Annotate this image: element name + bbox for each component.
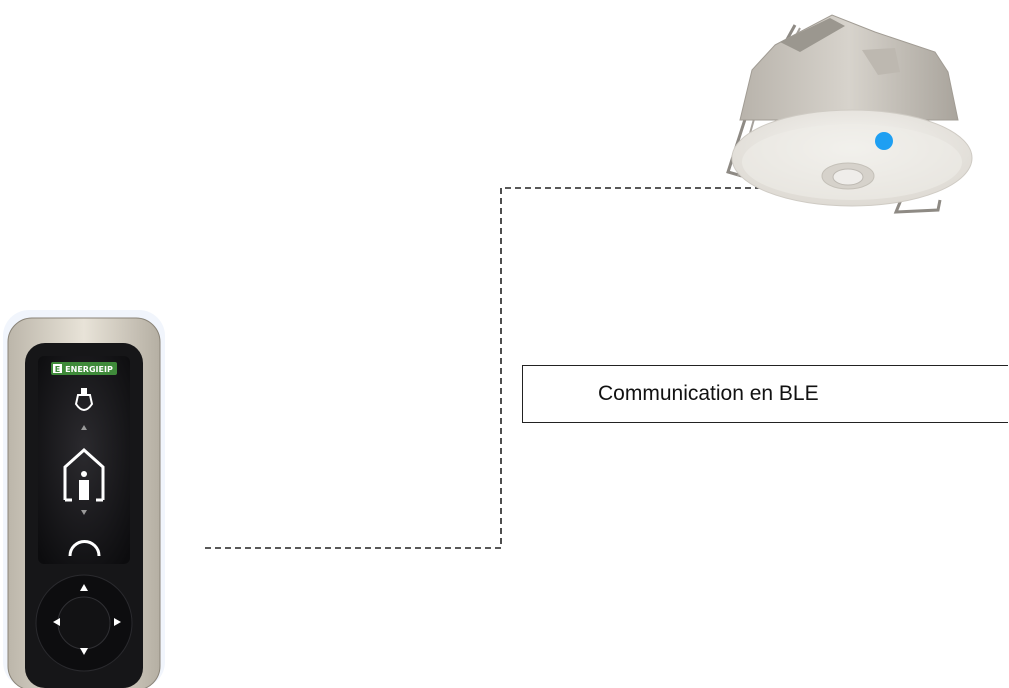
energieip-logo: E ENERGIEIP	[51, 362, 117, 375]
svg-text:ENERGIEIP: ENERGIEIP	[65, 365, 113, 374]
svg-text:E: E	[55, 365, 60, 374]
communication-label: Communication en BLE	[598, 382, 819, 406]
remote-dpad[interactable]	[36, 575, 132, 671]
communication-label-box: Communication en BLE	[522, 365, 1008, 423]
sensor-led-icon	[875, 132, 893, 150]
remote-control: E ENERGIEIP	[3, 310, 165, 688]
ceiling-presence-sensor	[728, 15, 972, 212]
